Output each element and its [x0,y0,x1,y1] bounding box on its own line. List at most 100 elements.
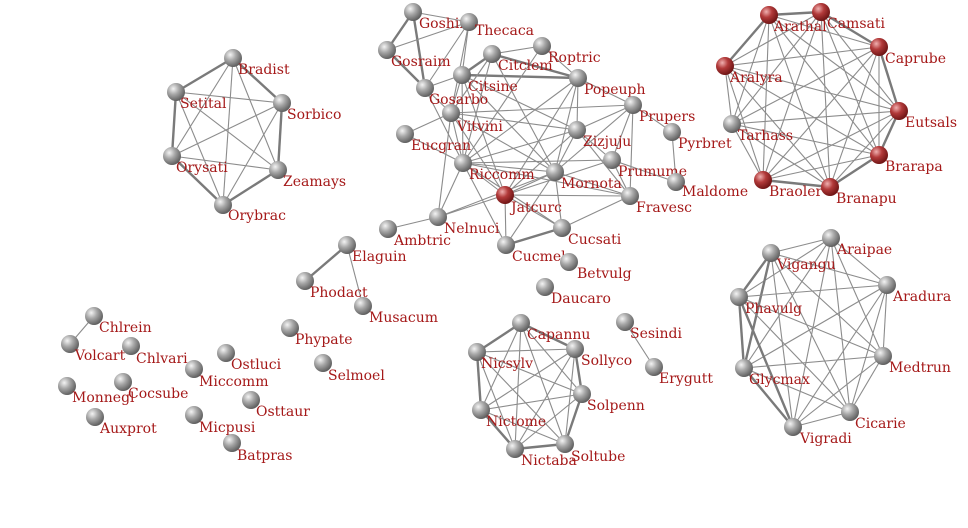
node-marker [546,163,564,181]
node-citclem[interactable]: Citclem [483,45,553,74]
node-orybrac[interactable]: Orybrac [214,196,286,224]
node-mornota[interactable]: Mornota [546,163,622,192]
edge-tarhass-branapu [731,123,831,188]
node-marker [533,37,551,55]
node-vigangu[interactable]: Vigangu [762,244,836,273]
node-chlvari[interactable]: Chlvari [122,337,188,367]
node-phodact[interactable]: Phodact [296,272,368,301]
node-popeuph[interactable]: Popeuph [569,69,646,98]
edge-arathal-tarhass [731,14,770,125]
edge-jatcurc-nelnuci [437,194,506,218]
node-osttaur[interactable]: Osttaur [242,391,310,420]
node-brarapa[interactable]: Brarapa [870,146,943,175]
node-miccomm[interactable]: Miccomm [185,360,268,390]
node-aralyra[interactable]: Aralyra [716,57,783,86]
node-eucgran[interactable]: Eucgran [396,125,471,154]
node-phavulg[interactable]: Phavulg [730,288,802,317]
node-glycmax[interactable]: Glycmax [735,359,810,388]
node-musacum[interactable]: Musacum [354,297,438,326]
node-aradura[interactable]: Aradura [878,276,951,305]
node-daucaro[interactable]: Daucaro [536,278,611,307]
node-medtrun[interactable]: Medtrun [874,347,951,376]
node-phypate[interactable]: Phypate [281,319,353,348]
node-marker [223,434,241,452]
node-braoler[interactable]: Braoler [754,171,823,200]
edge-aradura-vigradi [792,284,888,428]
node-eutsals[interactable]: Eutsals [890,102,957,131]
node-goshin[interactable]: Goshin [404,3,468,32]
node-selmoel[interactable]: Selmoel [314,354,385,384]
node-sollyco[interactable]: Sollyco [566,340,632,369]
node-citsine[interactable]: Citsine [453,66,518,95]
node-jatcurc[interactable]: Jatcurc [496,186,562,216]
node-monnegl[interactable]: Monnegl [58,377,135,406]
node-cucmelo[interactable]: Cucmelo [497,236,574,265]
node-label: Pyrbret [678,136,732,152]
node-ambtric[interactable]: Ambtric [379,220,451,249]
edge-sollyco-soltube [564,348,576,445]
node-caprube[interactable]: Caprube [870,38,946,67]
edge-citsine-mornota [461,74,556,173]
node-micpusi[interactable]: Micpusi [185,406,256,436]
edge-thecaca-gosarbo [424,21,470,89]
node-marker-highlighted [890,102,908,120]
edge-aradura-glycmax [743,284,888,369]
node-arathal[interactable]: Arathal [760,6,827,35]
node-tarhass[interactable]: Tarhass [723,115,793,144]
node-araipae[interactable]: Araipae [822,229,892,258]
edge-cucmelo-mornota [505,171,556,246]
edge-phavulg-medtrun [738,296,884,357]
node-pyrbret[interactable]: Pyrbret [663,123,732,152]
node-fravesc[interactable]: Fravesc [621,187,692,216]
node-zizjuju[interactable]: Zizjuju [568,121,631,150]
node-riccomm[interactable]: Riccomm [454,154,535,183]
edge-mornota-fravesc [554,171,631,197]
node-label: Zeamays [283,174,346,190]
node-nictaba[interactable]: Nictaba [506,440,577,469]
node-capannu[interactable]: Capannu [512,314,590,343]
edge-zeamays-sorbico [276,102,284,171]
node-thecaca[interactable]: Thecaca [460,13,534,39]
edge-zizjuju-jatcurc [504,129,578,196]
node-cicarie[interactable]: Cicarie [841,403,906,432]
node-soltube[interactable]: Soltube [556,435,625,465]
node-nictome[interactable]: Nictome [472,401,546,430]
node-zeamays[interactable]: Zeamays [269,161,346,190]
node-erygutt[interactable]: Erygutt [645,358,713,387]
node-label: Araipae [836,242,892,258]
node-cucsati[interactable]: Cucsati [553,219,622,248]
node-camsati[interactable]: Camsati [812,3,885,32]
node-marker [560,253,578,271]
node-chlrein[interactable]: Chlrein [85,307,152,336]
node-batpras[interactable]: Batpras [223,434,292,464]
edge-phavulg-glycmax [737,296,746,369]
node-label: Bradist [238,62,290,78]
node-branapu[interactable]: Branapu [821,178,897,207]
node-betvulg[interactable]: Betvulg [560,253,632,282]
node-setital[interactable]: Setital [167,83,227,112]
node-ostluci[interactable]: Ostluci [217,344,282,373]
node-sesindi[interactable]: Sesindi [616,313,683,342]
node-roptric[interactable]: Roptric [533,37,601,66]
edge-aralyra-eutsals [724,65,900,112]
node-maldome[interactable]: Maldome [667,173,748,200]
node-label: Nictome [486,414,546,430]
node-volcart[interactable]: Volcart [61,335,126,364]
node-orysati[interactable]: Orysati [163,147,228,176]
node-sorbico[interactable]: Sorbico [273,94,341,123]
node-solpenn[interactable]: Solpenn [573,385,645,414]
edge-aralyra-tarhass [724,65,733,125]
node-label: Thecaca [475,23,534,39]
node-nelnuci[interactable]: Nelnuci [429,208,500,237]
node-prupers[interactable]: Prupers [624,96,695,125]
node-gosraim[interactable]: Gosraim [378,41,451,70]
node-auxprot[interactable]: Auxprot [86,408,157,437]
node-cocsube[interactable]: Cocsube [114,373,188,402]
node-vitvini[interactable]: Vitvini [442,104,503,135]
node-nicsylv[interactable]: Nicsylv [468,343,533,372]
node-gosarbo[interactable]: Gosarbo [416,79,488,108]
node-bradist[interactable]: Bradist [224,49,290,78]
node-elaguin[interactable]: Elaguin [338,236,407,265]
node-vigradi[interactable]: Vigradi [784,418,852,447]
edge-camsati-caprube [820,10,880,49]
